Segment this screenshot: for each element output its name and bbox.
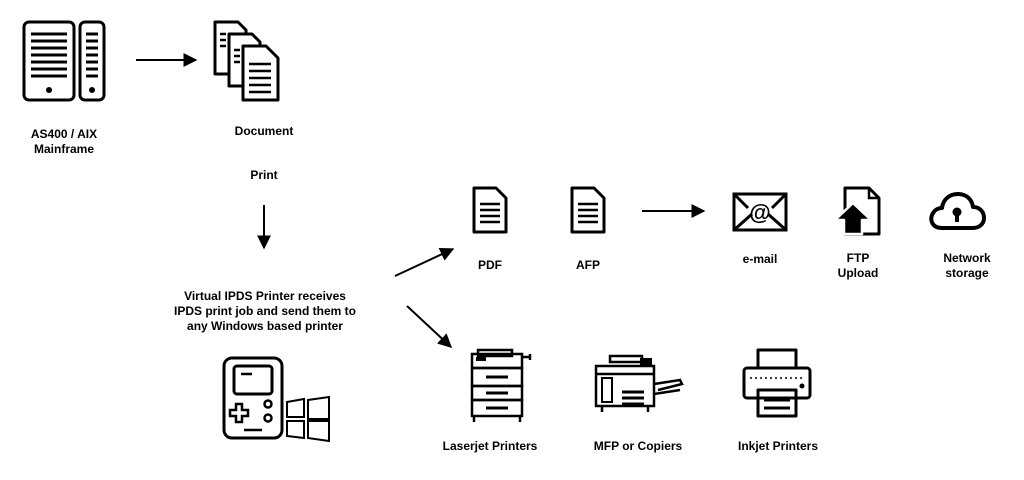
- virtual-printer-description: Virtual IPDS Printer receives IPDS print…: [160, 289, 370, 334]
- virtual-printer-line3: any Windows based printer: [187, 319, 343, 333]
- cloud-lock-icon: [928, 190, 986, 232]
- email-label: e-mail: [742, 252, 778, 266]
- network-storage-label: Network storage: [927, 251, 1007, 281]
- ftp-label-line1: FTP: [846, 251, 870, 265]
- documents-icon: [212, 20, 284, 102]
- pdf-label: PDF: [478, 258, 502, 272]
- afp-label: AFP: [576, 258, 600, 272]
- mfp-label: MFP or Copiers: [593, 439, 683, 453]
- mainframe-label-line1: AS400 / AIX: [30, 127, 98, 141]
- server-icon: [22, 20, 106, 102]
- arrow-virtual-to-files: [394, 247, 455, 277]
- mfp-copier-icon: [592, 354, 684, 416]
- pdf-file-icon: [472, 186, 508, 234]
- virtual-printer-device-icon: [222, 356, 284, 440]
- laserjet-printer-icon: [470, 348, 532, 424]
- inkjet-label: Inkjet Printers: [737, 439, 819, 453]
- network-label-line2: storage: [945, 266, 989, 280]
- ftp-label-line2: Upload: [837, 266, 879, 280]
- mainframe-label-line2: Mainframe: [33, 142, 95, 156]
- laserjet-label: Laserjet Printers: [442, 439, 538, 453]
- inkjet-printer-icon: [742, 348, 812, 420]
- svg-text:@: @: [749, 200, 770, 225]
- ftp-label: FTP Upload: [818, 251, 898, 281]
- print-label: Print: [250, 168, 278, 182]
- windows-logo-icon: [285, 396, 331, 442]
- virtual-printer-line2: IPDS print job and send them to: [173, 304, 356, 318]
- arrow-virtual-to-printers: [406, 305, 453, 348]
- document-label: Document: [234, 124, 294, 138]
- mainframe-label: AS400 / AIX Mainframe: [14, 127, 114, 157]
- network-label-line1: Network: [943, 251, 991, 265]
- virtual-printer-line1: Virtual IPDS Printer receives: [184, 289, 346, 303]
- ftp-upload-icon: [833, 186, 883, 238]
- email-envelope-icon: @: [732, 192, 788, 232]
- afp-file-icon: [570, 186, 606, 234]
